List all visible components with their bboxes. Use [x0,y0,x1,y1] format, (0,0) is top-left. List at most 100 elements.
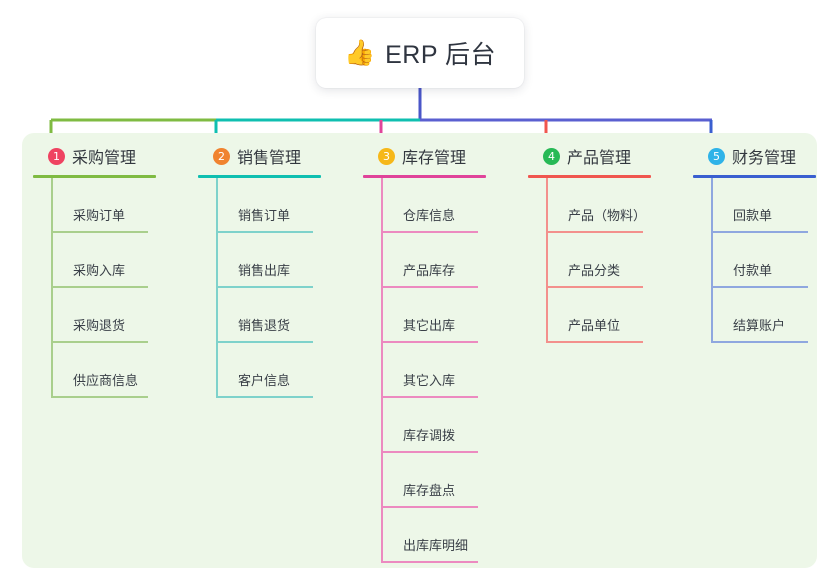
leaf-item-rule [548,231,643,233]
branch-title: 财务管理 [732,150,797,167]
branch-header-rule [693,175,816,178]
leaf-item[interactable]: 出库库明细 [381,508,525,563]
leaf-item[interactable]: 采购退货 [51,288,195,343]
leaf-item-rule [218,396,313,398]
branch-header-1[interactable]: 1 采购管理 [30,143,195,169]
leaf-item-label: 回款单 [733,208,773,223]
leaf-item-rule [218,286,313,288]
branch-header-4[interactable]: 4 产品管理 [525,143,690,169]
branch-header-rule [528,175,651,178]
leaf-item-label: 仓库信息 [403,208,456,223]
leaf-item[interactable]: 产品单位 [546,288,690,343]
leaf-item-label: 其它出库 [403,318,456,333]
leaf-item[interactable]: 客户信息 [216,343,360,398]
leaf-item[interactable]: 仓库信息 [381,178,525,233]
leaf-list: 回款单付款单结算账户 [711,178,839,343]
leaf-item[interactable]: 库存调拨 [381,398,525,453]
branch-column-3: 3 库存管理仓库信息产品库存其它出库其它入库库存调拨库存盘点出库库明细 [360,143,525,563]
leaf-item-label: 产品分类 [568,263,621,278]
branch-number-badge: 3 [378,147,395,165]
leaf-item-rule [548,286,643,288]
leaf-item-label: 出库库明细 [403,538,469,553]
branch-number-badge: 1 [48,147,65,165]
branch-title: 采购管理 [72,150,137,167]
leaf-item-rule [53,341,148,343]
leaf-item-rule [383,561,478,563]
leaf-item-label: 库存调拨 [403,428,456,443]
leaf-item[interactable]: 采购订单 [51,178,195,233]
leaf-item[interactable]: 其它出库 [381,288,525,343]
leaf-item-label: 采购订单 [73,208,126,223]
leaf-item-rule [713,231,808,233]
thumbs-up-icon: 👍 [343,38,376,67]
leaf-item[interactable]: 采购入库 [51,233,195,288]
leaf-spine [711,178,713,343]
leaf-item-label: 产品库存 [403,263,456,278]
branch-header-2[interactable]: 2 销售管理 [195,143,360,169]
branch-header-rule [363,175,486,178]
leaf-item-rule [383,451,478,453]
leaf-list: 产品（物料） 产品分类产品单位 [546,178,690,343]
branch-header-5[interactable]: 5 财务管理 [690,143,839,169]
branch-title: 库存管理 [402,150,467,167]
leaf-item[interactable]: 其它入库 [381,343,525,398]
leaf-item[interactable]: 结算账户 [711,288,839,343]
leaf-item-label: 产品单位 [568,318,621,333]
leaf-item[interactable]: 产品库存 [381,233,525,288]
leaf-item-rule [713,286,808,288]
leaf-item-rule [53,231,148,233]
leaf-item-rule [383,396,478,398]
leaf-item-rule [53,286,148,288]
leaf-item-rule [53,396,148,398]
leaf-list: 销售订单销售出库销售退货客户信息 [216,178,360,398]
branch-panel [22,133,817,568]
leaf-item-label: 供应商信息 [73,373,139,388]
leaf-item-label: 销售订单 [238,208,291,223]
leaf-item[interactable]: 产品（物料） [546,178,690,233]
root-node-title: ERP 后台 [385,41,497,69]
leaf-list: 采购订单采购入库采购退货供应商信息 [51,178,195,398]
leaf-item-rule [383,506,478,508]
branch-column-2: 2 销售管理销售订单销售出库销售退货客户信息 [195,143,360,398]
leaf-item-label: 销售退货 [238,318,291,333]
leaf-item[interactable]: 回款单 [711,178,839,233]
leaf-spine [381,178,383,563]
leaf-item[interactable]: 产品分类 [546,233,690,288]
branch-column-5: 5 财务管理回款单付款单结算账户 [690,143,839,343]
leaf-item-label: 付款单 [733,263,773,278]
branch-column-4: 4 产品管理产品（物料） 产品分类产品单位 [525,143,690,343]
leaf-item-label: 采购入库 [73,263,126,278]
leaf-item-label: 结算账户 [733,318,786,333]
branch-number-badge: 5 [708,147,725,165]
leaf-item-label: 销售出库 [238,263,291,278]
leaf-item-rule [218,341,313,343]
root-node-card[interactable]: 👍 ERP 后台 [316,18,524,88]
leaf-item[interactable]: 付款单 [711,233,839,288]
leaf-item-label: 库存盘点 [403,483,456,498]
branch-header-3[interactable]: 3 库存管理 [360,143,525,169]
leaf-item[interactable]: 供应商信息 [51,343,195,398]
branch-number-badge: 4 [543,147,560,165]
branch-column-1: 1 采购管理采购订单采购入库采购退货供应商信息 [30,143,195,398]
leaf-item-label: 客户信息 [238,373,291,388]
leaf-item-rule [218,231,313,233]
leaf-item[interactable]: 库存盘点 [381,453,525,508]
branch-title: 销售管理 [237,150,302,167]
leaf-item-rule [713,341,808,343]
leaf-item-label: 其它入库 [403,373,456,388]
branch-header-rule [198,175,321,178]
branch-number-badge: 2 [213,147,230,165]
leaf-item-rule [383,341,478,343]
leaf-spine [546,178,548,343]
branch-header-rule [33,175,156,178]
leaf-item[interactable]: 销售出库 [216,233,360,288]
leaf-item-label: 产品（物料） [568,208,647,223]
leaf-item-rule [383,231,478,233]
leaf-spine [216,178,218,398]
branch-title: 产品管理 [567,150,632,167]
leaf-item-rule [383,286,478,288]
leaf-item[interactable]: 销售退货 [216,288,360,343]
leaf-item[interactable]: 销售订单 [216,178,360,233]
leaf-spine [51,178,53,398]
